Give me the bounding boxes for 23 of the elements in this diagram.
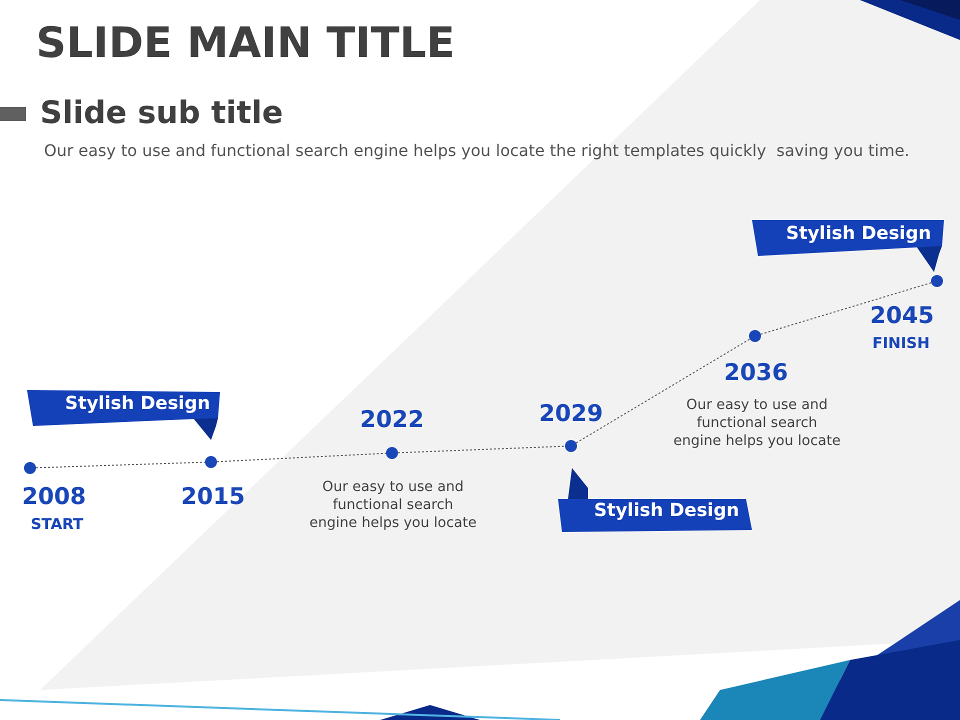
timeline-dot	[24, 462, 36, 474]
milestone-label: FINISH	[872, 334, 930, 352]
year-label: 2022	[360, 407, 424, 433]
timeline-connector	[36, 462, 206, 468]
timeline-connector	[760, 282, 932, 335]
timeline-connector	[216, 452, 386, 462]
year-label: 2008	[22, 484, 86, 510]
milestone-label: START	[30, 515, 84, 533]
description-text: Our easy to use and functional search engine helps you locate	[672, 396, 842, 450]
banner-text: Stylish Design	[786, 223, 932, 244]
timeline-connector	[398, 446, 566, 454]
banner-text: Stylish Design	[594, 500, 740, 521]
timeline-dot	[205, 456, 217, 468]
year-label: 2029	[539, 401, 603, 427]
year-label: 2015	[181, 484, 245, 510]
banner-text: Stylish Design	[65, 393, 210, 414]
subtitle-description: Our easy to use and functional search engine helps you locate the right templates quickly saving you time.	[44, 141, 910, 160]
timeline-connector	[576, 338, 750, 444]
year-label: 2045	[870, 303, 934, 329]
slide-title: SLIDE MAIN TITLE	[36, 18, 455, 67]
description-text: Our easy to use and functional search engine helps you locate	[308, 478, 478, 532]
slide-subtitle: Slide sub title	[40, 95, 284, 131]
year-label: 2036	[724, 360, 788, 386]
